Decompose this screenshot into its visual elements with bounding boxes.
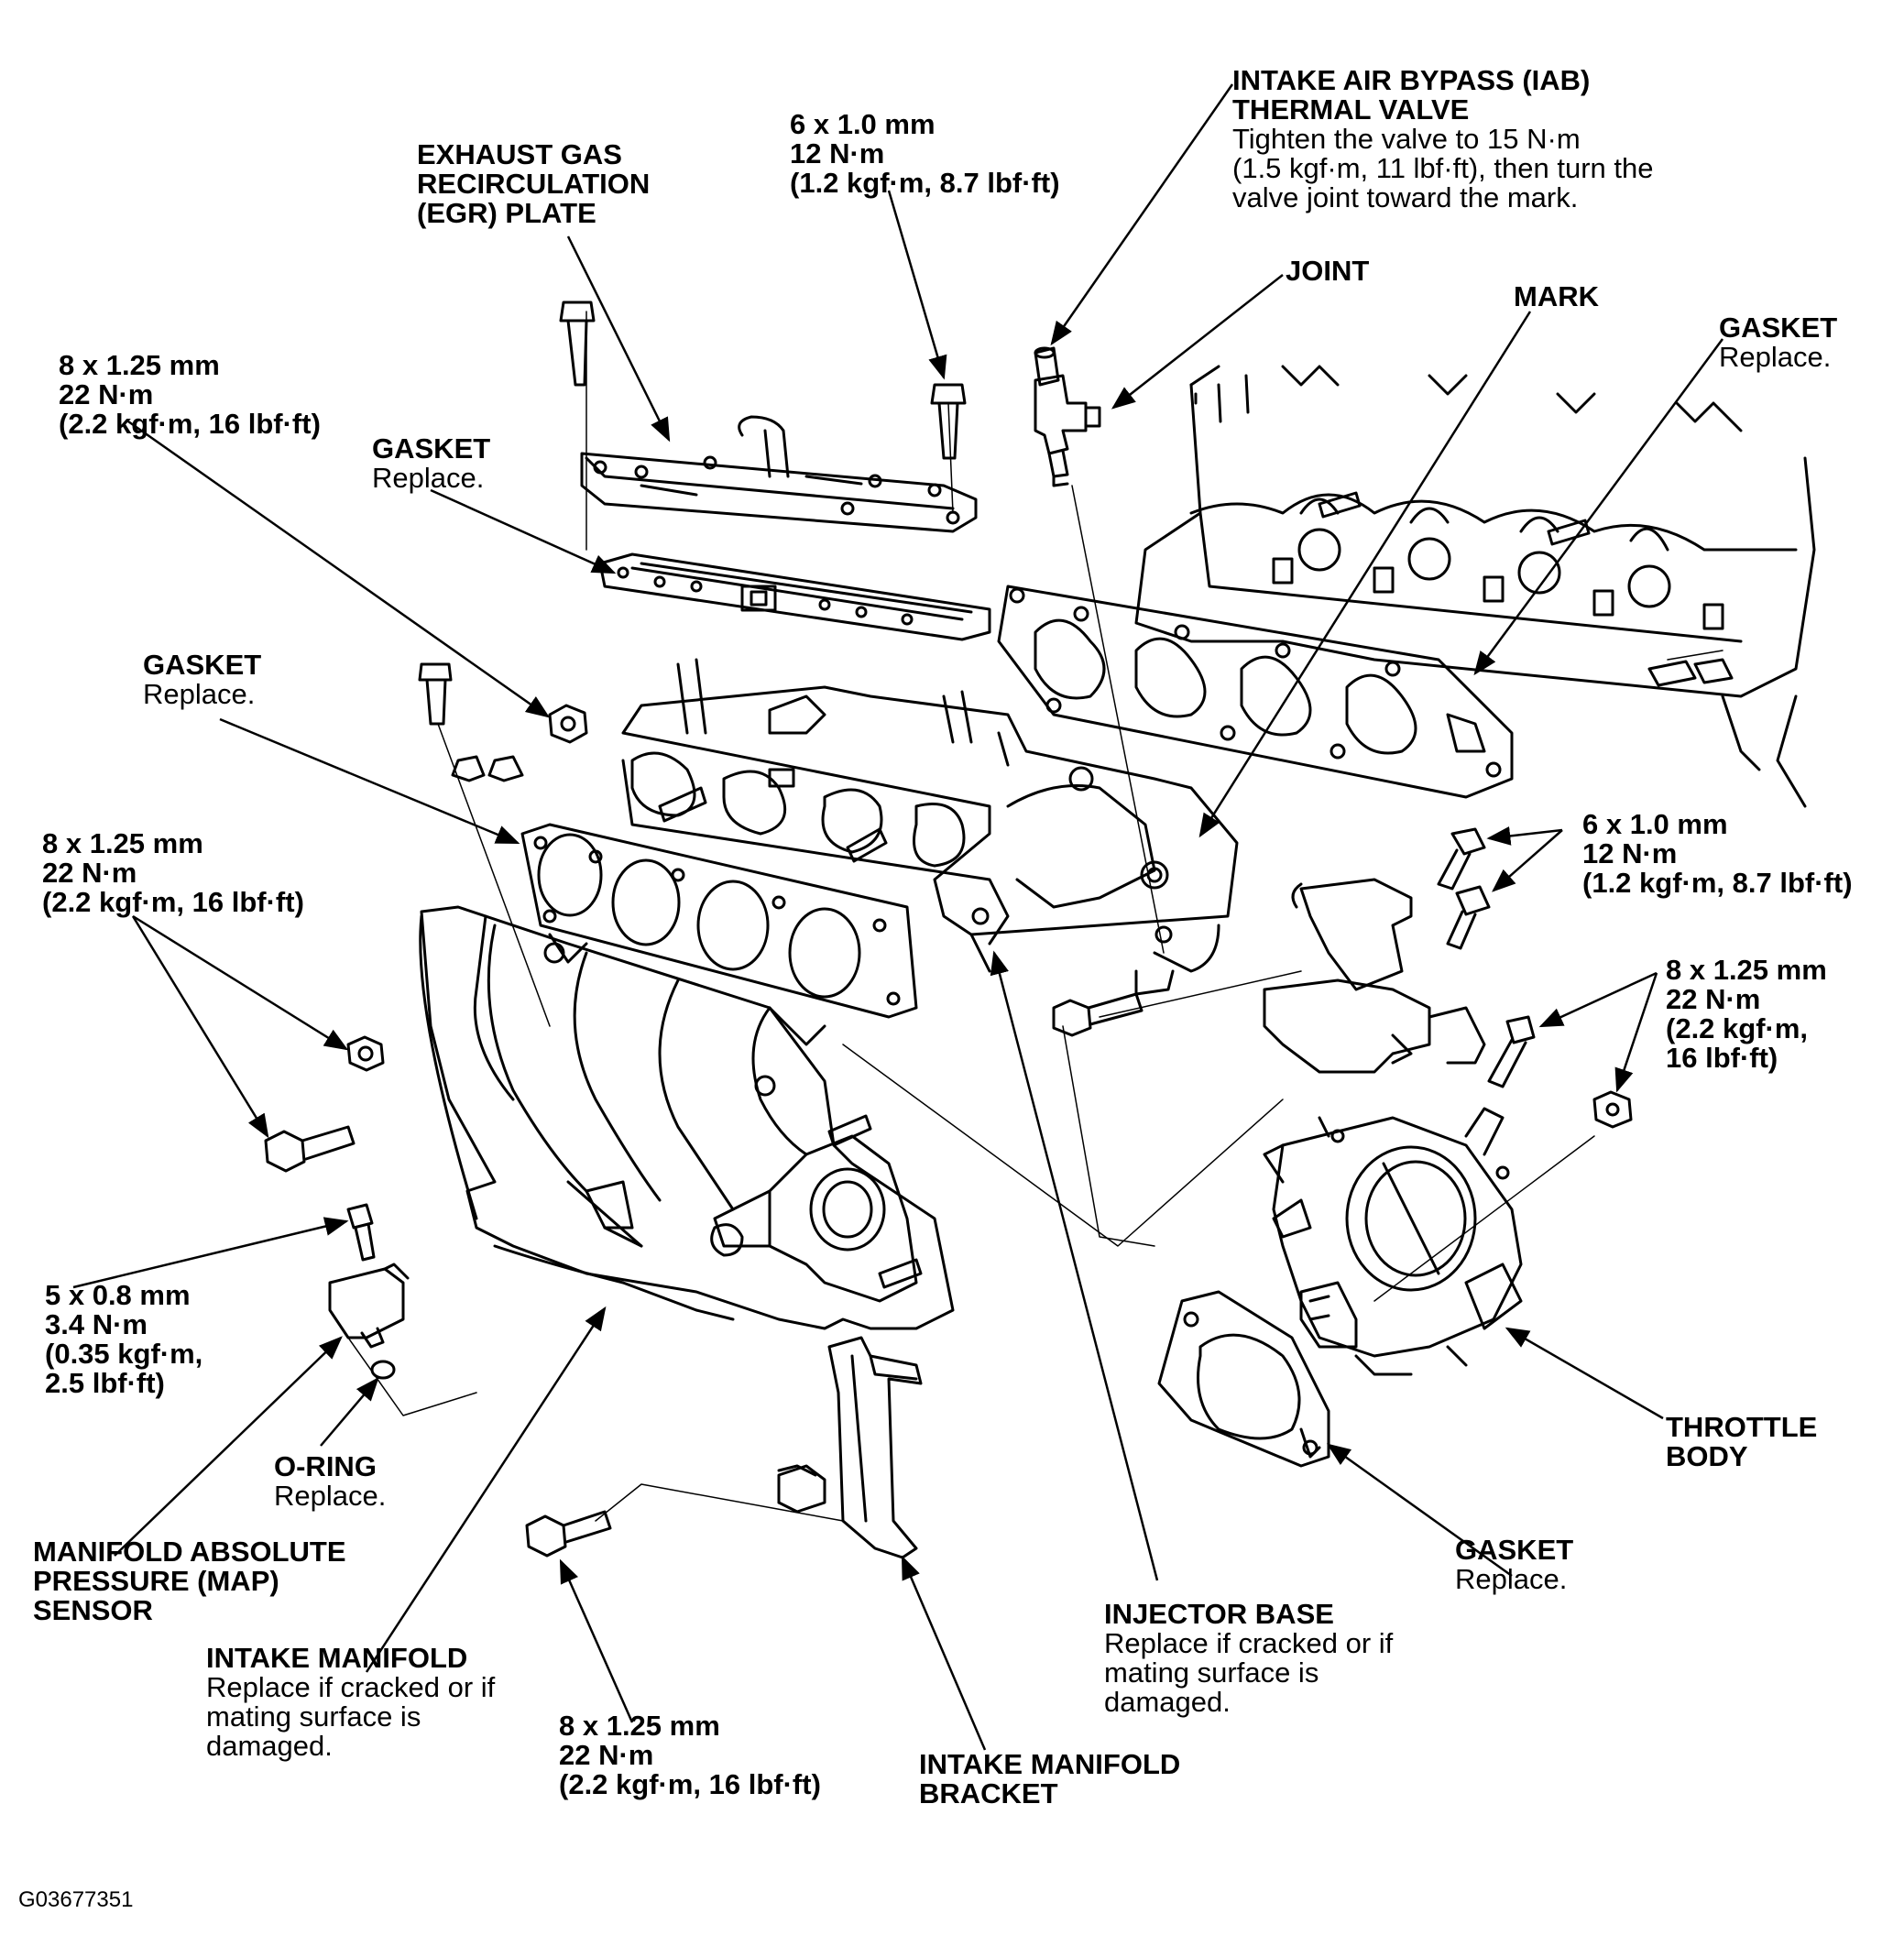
mid-left-spec-label: 8 x 1.25 mm 22 N·m (2.2 kgf·m, 16 lbf·ft…	[42, 829, 304, 917]
right-bracket-spec: 6 x 1.0 mm 12 N·m (1.2 kgf·m, 8.7 lbf·ft…	[1582, 808, 1853, 899]
map-sensor-title: MANIFOLD ABSOLUTE PRESSURE (MAP) SENSOR	[33, 1536, 346, 1626]
upper-left-spec: 8 x 1.25 mm 22 N·m (2.2 kgf·m, 16 lbf·ft…	[59, 349, 321, 440]
egr-bolt-spec-label: 6 x 1.0 mm 12 N·m (1.2 kgf·m, 8.7 lbf·ft…	[790, 110, 1060, 198]
intake-manifold-title: INTAKE MANIFOLD	[206, 1642, 468, 1674]
iab-thermal-valve-note: Tighten the valve to 15 N·m (1.5 kgf·m, …	[1232, 123, 1654, 213]
injector-base-gasket	[520, 823, 918, 1019]
intake-manifold-part	[419, 905, 955, 1330]
throttle-body-part	[1263, 1107, 1523, 1376]
cylinder-head	[1134, 365, 1816, 808]
throttle-gasket-note: Replace.	[1455, 1563, 1568, 1595]
mark-title: MARK	[1514, 280, 1599, 312]
injector-base-note: Replace if cracked or if mating surface …	[1104, 1627, 1394, 1718]
intake-manifold-bracket-part	[777, 1336, 923, 1559]
injector-gasket-label: GASKET Replace.	[143, 650, 261, 709]
oring-note: Replace.	[274, 1480, 387, 1512]
injector-base-part	[621, 658, 1239, 996]
oring-label: O-RING Replace.	[274, 1452, 386, 1511]
egr-gasket-label: GASKET Replace.	[372, 434, 490, 493]
oring-title: O-RING	[274, 1450, 377, 1482]
fasteners	[264, 301, 1633, 1558]
head-gasket-title: GASKET	[1719, 312, 1838, 344]
throttle-body-title: THROTTLE BODY	[1666, 1411, 1818, 1472]
mark-label: MARK	[1514, 282, 1599, 312]
injector-gasket-title: GASKET	[143, 649, 262, 681]
intake-manifold-note: Replace if cracked or if mating surface …	[206, 1671, 496, 1762]
injector-base-label: INJECTOR BASE Replace if cracked or if m…	[1104, 1600, 1393, 1717]
iab-thermal-valve-label: INTAKE AIR BYPASS (IAB) THERMAL VALVE Ti…	[1232, 66, 1653, 213]
alignment-lines	[347, 311, 1723, 1522]
throttle-gasket-label: GASKET Replace.	[1455, 1536, 1573, 1594]
throttle-gasket	[1157, 1290, 1330, 1468]
head-gasket	[997, 585, 1514, 799]
bracket-label: INTAKE MANIFOLD BRACKET	[919, 1750, 1180, 1809]
map-sensor-label: MANIFOLD ABSOLUTE PRESSURE (MAP) SENSOR	[33, 1537, 346, 1625]
leader-lines	[72, 83, 1724, 1751]
injector-gasket-note: Replace.	[143, 678, 256, 710]
bottom-spec-label: 8 x 1.25 mm 22 N·m (2.2 kgf·m, 16 lbf·ft…	[559, 1711, 821, 1799]
egr-plate-title: EXHAUST GAS RECIRCULATION (EGR) PLATE	[417, 138, 651, 229]
throttle-spec: 8 x 1.25 mm 22 N·m (2.2 kgf·m, 16 lbf·ft…	[1666, 954, 1827, 1074]
throttle-spec-label: 8 x 1.25 mm 22 N·m (2.2 kgf·m, 16 lbf·ft…	[1666, 956, 1827, 1073]
egr-plate-label: EXHAUST GAS RECIRCULATION (EGR) PLATE	[417, 140, 650, 228]
head-gasket-label: GASKET Replace.	[1719, 313, 1837, 372]
head-gasket-note: Replace.	[1719, 341, 1832, 373]
egr-plate-part	[580, 415, 978, 533]
joint-label: JOINT	[1286, 257, 1369, 286]
throttle-gasket-title: GASKET	[1455, 1534, 1574, 1566]
joint-title: JOINT	[1286, 255, 1370, 287]
bottom-spec: 8 x 1.25 mm 22 N·m (2.2 kgf·m, 16 lbf·ft…	[559, 1710, 821, 1800]
iab-thermal-valve-part	[1034, 346, 1101, 487]
mid-left-spec: 8 x 1.25 mm 22 N·m (2.2 kgf·m, 16 lbf·ft…	[42, 827, 304, 918]
injector-base-title: INJECTOR BASE	[1104, 1598, 1334, 1630]
intake-manifold-label: INTAKE MANIFOLD Replace if cracked or if…	[206, 1644, 495, 1761]
right-bracket-spec-label: 6 x 1.0 mm 12 N·m (1.2 kgf·m, 8.7 lbf·ft…	[1582, 810, 1853, 898]
map-spec-label: 5 x 0.8 mm 3.4 N·m (0.35 kgf·m, 2.5 lbf·…	[45, 1281, 202, 1398]
map-spec: 5 x 0.8 mm 3.4 N·m (0.35 kgf·m, 2.5 lbf·…	[45, 1279, 203, 1399]
iab-thermal-valve-title: INTAKE AIR BYPASS (IAB) THERMAL VALVE	[1232, 64, 1591, 126]
egr-gasket	[598, 552, 991, 641]
figure-id: G03677351	[18, 1887, 134, 1912]
throttle-body-label: THROTTLE BODY	[1666, 1413, 1817, 1471]
egr-gasket-title: GASKET	[372, 432, 491, 465]
egr-bolt-spec: 6 x 1.0 mm 12 N·m (1.2 kgf·m, 8.7 lbf·ft…	[790, 108, 1060, 199]
egr-gasket-note: Replace.	[372, 462, 485, 494]
upper-left-spec-label: 8 x 1.25 mm 22 N·m (2.2 kgf·m, 16 lbf·ft…	[59, 351, 321, 439]
bracket-title: INTAKE MANIFOLD BRACKET	[919, 1748, 1181, 1809]
